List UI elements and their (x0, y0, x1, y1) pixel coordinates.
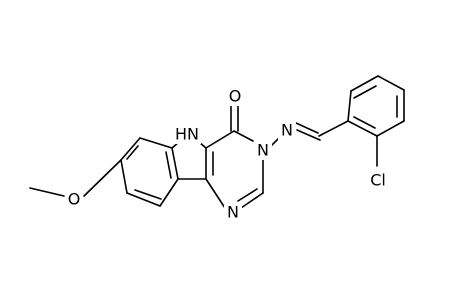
atom-label: O (229, 87, 242, 106)
bond (126, 145, 139, 160)
bond (139, 137, 173, 149)
bond (29, 187, 65, 197)
bond (318, 120, 349, 137)
bond (205, 130, 235, 149)
atom-label: N (257, 141, 269, 160)
bond (83, 159, 122, 197)
atom-label: N (227, 203, 239, 222)
bond (126, 192, 161, 207)
bond (353, 85, 377, 99)
bond (165, 151, 172, 179)
bond (171, 147, 179, 180)
bond (350, 75, 379, 92)
bond (240, 192, 264, 209)
atom-nitrogen-ring-3: N (254, 140, 272, 160)
bond (159, 178, 179, 207)
bond-lines (29, 75, 405, 209)
atom-nitrogen-ring-1: N (224, 202, 242, 222)
atom-chlorine: Cl (366, 170, 390, 190)
atom-label: O (68, 190, 81, 209)
bond (134, 189, 162, 200)
bond (295, 122, 319, 134)
bond (353, 116, 376, 129)
atom-oxygen-carbonyl: O (226, 86, 244, 106)
bond (205, 178, 226, 209)
bond (237, 188, 258, 202)
atom-label: HN (175, 125, 199, 144)
bond (376, 120, 405, 137)
atom-labels: O HN N N N Cl O (65, 86, 390, 222)
atom-oxygen-methoxy: O (65, 189, 83, 209)
bond (296, 129, 321, 141)
atom-label: Cl (370, 171, 386, 190)
atom-nitrogen-imine: N (278, 120, 296, 140)
bond (347, 90, 352, 122)
atom-nh: HN (173, 124, 201, 144)
bond (120, 137, 141, 161)
bond (347, 120, 378, 137)
atom-label: N (281, 121, 293, 140)
bond (233, 130, 254, 142)
bond (377, 75, 405, 91)
bond (120, 159, 128, 194)
